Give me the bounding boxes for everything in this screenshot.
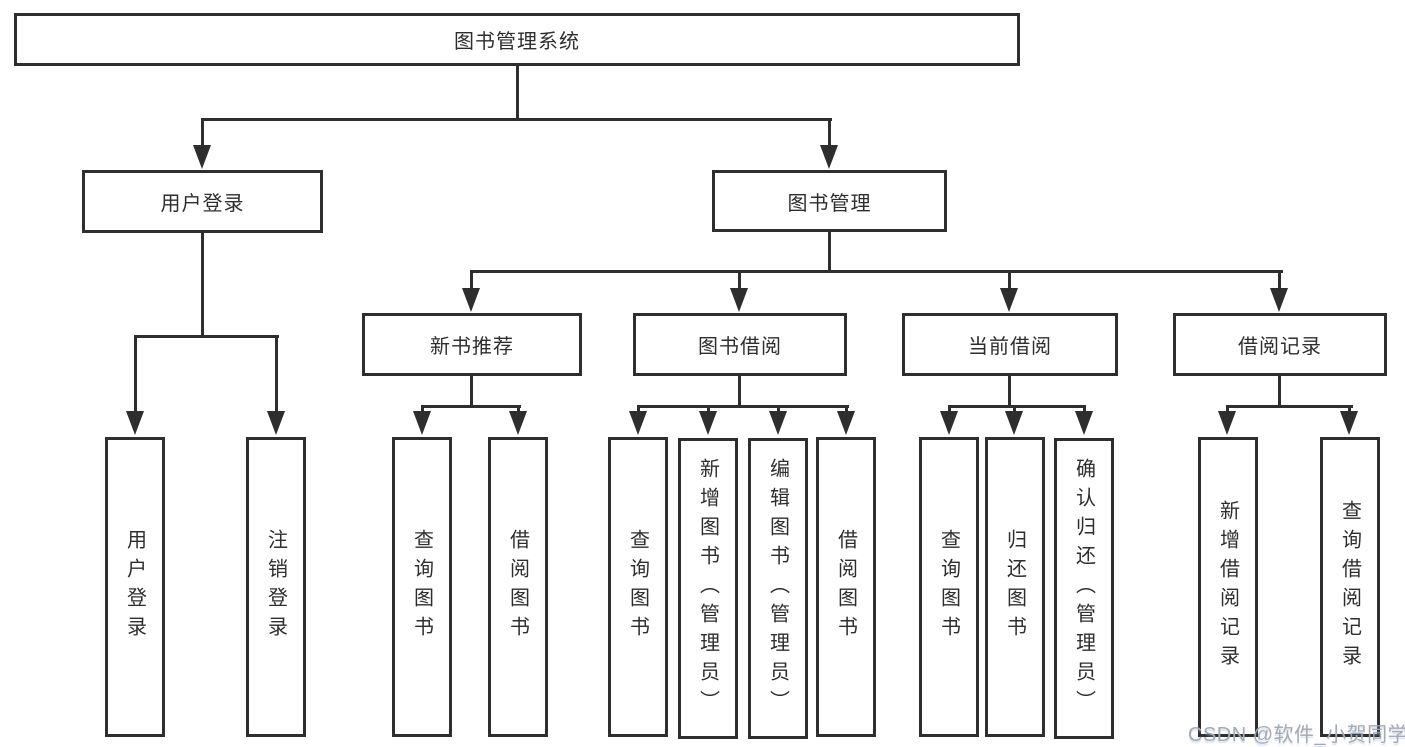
csdn-watermark: CSDN @软件_小贺同学: [1188, 724, 1405, 746]
connector-riser: [516, 66, 519, 119]
leaf-label: 用户登录: [123, 529, 146, 645]
connector-bar: [948, 405, 1086, 408]
leaf-return-books: 归还图书: [985, 437, 1045, 737]
node-book-borrowing: 图书借阅: [633, 313, 847, 376]
node-label: 图书借阅: [698, 336, 782, 358]
arrowhead-down-icon: [1218, 411, 1236, 435]
leaf-add-books-admin: 新增图书（管理员）: [678, 438, 738, 739]
leaf-label: 借阅图书: [506, 529, 529, 645]
connector-bar: [134, 335, 279, 338]
connector-stem: [828, 118, 831, 150]
connector-stem: [1278, 270, 1281, 293]
node-current-borrowing: 当前借阅: [902, 313, 1118, 376]
arrowhead-down-icon: [126, 411, 144, 435]
connector-bar: [421, 405, 521, 408]
leaf-label: 编辑图书（管理员）: [766, 458, 789, 719]
leaf-label: 查询图书: [410, 529, 433, 645]
leaf-borrow-books: 借阅图书: [816, 437, 876, 737]
leaf-logout: 注销登录: [246, 437, 306, 737]
connector-riser: [470, 376, 473, 408]
arrowhead-down-icon: [730, 288, 748, 312]
arrowhead-down-icon: [1000, 288, 1018, 312]
connector-bar: [637, 405, 849, 408]
node-label: 图书管理: [787, 192, 872, 215]
node-user-login: 用户登录: [82, 170, 323, 233]
arrowhead-down-icon: [267, 411, 285, 435]
leaf-borrow-books-recommend: 借阅图书: [488, 437, 548, 737]
arrowhead-down-icon: [837, 411, 855, 435]
leaf-confirm-return-admin: 确认归还（管理员）: [1054, 438, 1114, 739]
leaf-label: 归还图书: [1003, 529, 1026, 645]
arrowhead-down-icon: [820, 145, 838, 169]
node-label: 用户登录: [160, 193, 245, 215]
arrowhead-down-icon: [699, 411, 717, 435]
arrowhead-down-icon: [1075, 411, 1093, 435]
leaf-label: 注销登录: [264, 529, 287, 645]
leaf-user-login: 用户登录: [105, 437, 165, 737]
leaf-query-books-borrowing: 查询图书: [608, 437, 668, 737]
arrowhead-down-icon: [629, 411, 647, 435]
leaf-label: 查询图书: [626, 529, 649, 645]
connector-stem: [275, 335, 278, 417]
leaf-query-books-recommend: 查询图书: [392, 437, 452, 737]
node-book-management: 图书管理: [712, 170, 947, 232]
arrowhead-down-icon: [413, 411, 431, 435]
node-label: 借阅记录: [1238, 336, 1322, 358]
arrowhead-down-icon: [769, 411, 787, 435]
leaf-edit-books-admin: 编辑图书（管理员）: [748, 438, 808, 739]
leaf-label: 借阅图书: [834, 529, 857, 645]
connector-stem: [1008, 270, 1011, 293]
connector-stem: [134, 335, 137, 417]
leaf-label: 查询借阅记录: [1338, 500, 1361, 674]
leaf-query-books-current: 查询图书: [919, 437, 979, 737]
connector-stem: [738, 270, 741, 293]
node-library-management-system: 图书管理系统: [14, 13, 1020, 66]
arrowhead-down-icon: [462, 288, 480, 312]
arrowhead-down-icon: [1005, 411, 1023, 435]
leaf-label: 新增图书（管理员）: [696, 458, 719, 719]
arrowhead-down-icon: [509, 411, 527, 435]
leaf-label: 新增借阅记录: [1216, 500, 1239, 674]
connector-bar: [1226, 405, 1353, 408]
connector-riser: [1008, 376, 1011, 408]
connector-riser: [738, 376, 741, 408]
connector-stem: [201, 118, 204, 150]
connector-riser: [828, 232, 831, 272]
connector-stem: [470, 270, 473, 293]
arrowhead-down-icon: [193, 145, 211, 169]
node-label: 新书推荐: [430, 336, 514, 358]
leaf-label: 确认归还（管理员）: [1072, 458, 1095, 719]
node-borrowing-records: 借阅记录: [1173, 313, 1387, 376]
arrowhead-down-icon: [1270, 288, 1288, 312]
connector-bar: [470, 270, 1283, 273]
leaf-query-borrow-record: 查询借阅记录: [1320, 437, 1380, 737]
arrowhead-down-icon: [1340, 411, 1358, 435]
connector-bar: [201, 118, 832, 121]
arrowhead-down-icon: [940, 411, 958, 435]
node-new-book-recommend: 新书推荐: [362, 313, 582, 376]
leaf-label: 查询图书: [937, 529, 960, 645]
connector-riser: [1278, 376, 1281, 408]
node-label: 图书管理系统: [454, 31, 580, 53]
leaf-add-borrow-record: 新增借阅记录: [1198, 437, 1258, 737]
node-label: 当前借阅: [968, 336, 1052, 358]
connector-riser: [201, 233, 204, 336]
